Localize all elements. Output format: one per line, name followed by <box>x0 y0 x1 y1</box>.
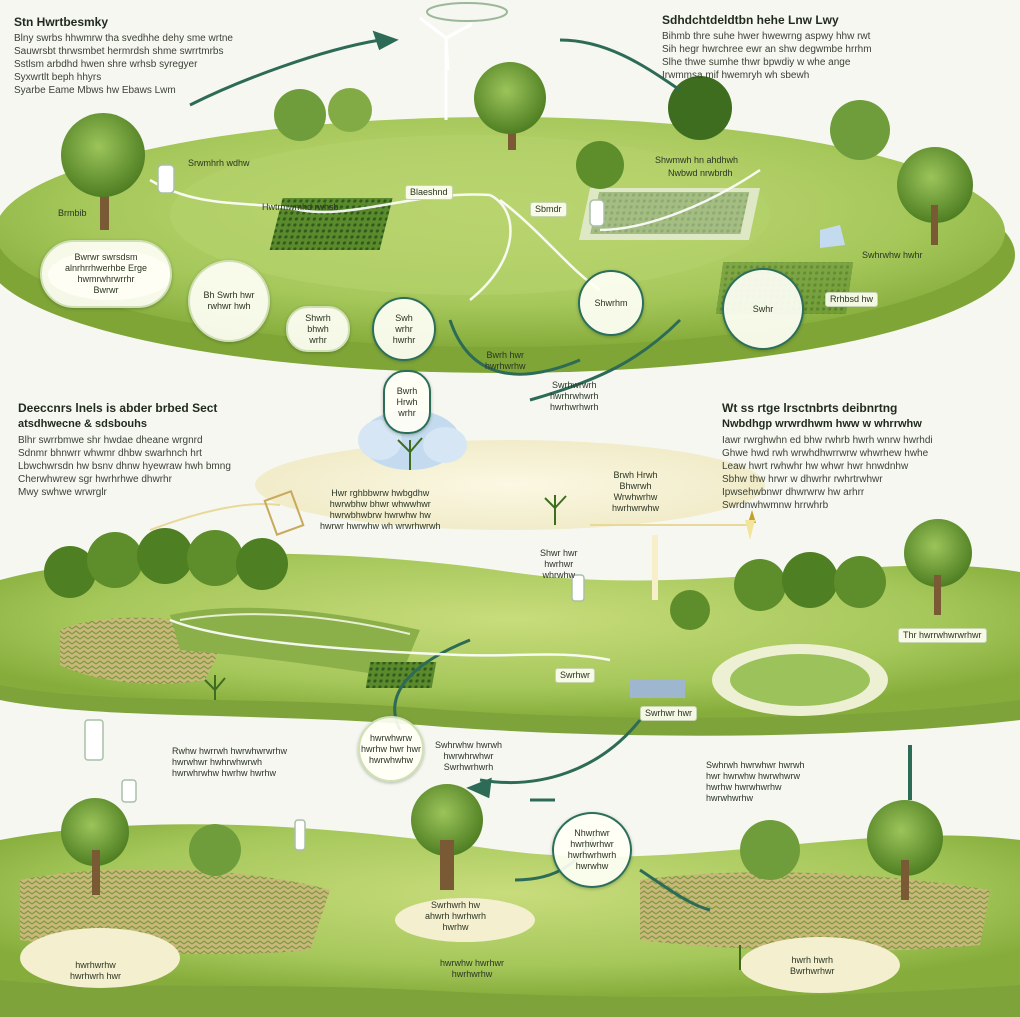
text-line: Leaw hwrt rwhwhr hw whwr hwr hnwdnhw <box>722 461 909 472</box>
top-tag: Rrhbsd hw <box>825 292 879 307</box>
middle-tag: Thr hwrrwhwrwrhwr <box>898 628 987 643</box>
mid-right-title: Wt ss rtge lrsctnbrts deibnrtng <box>722 401 898 415</box>
top-label: Swhrwhw hwhr <box>862 250 923 260</box>
text-line: Blny swrbs hhwmrw tha svedhhe dehy sme w… <box>14 33 233 44</box>
mid-left-title: Deeccnrs lnels is abder brbed Sect <box>18 401 218 415</box>
top-right-text-block: Sdhdchtdeldtbn hehe Lnw Lwy Bihmb thre s… <box>662 14 962 82</box>
text-line: Sdnmr bhnwrr whwmr dhbw swarhnch hrt <box>18 448 202 459</box>
lower-label: Rwhw hwrrwh hwrwhwrwrhw hwrwhwr hwhrwhwr… <box>172 746 288 778</box>
bottom-label: hwrh hwrh Bwrhwrhwr <box>790 955 835 976</box>
mid-right-subtitle: Nwbdhgp wrwrdhwm hww w whrrwhw <box>722 418 922 430</box>
lower-label: Swhrwh hwrwhwr hwrwh hwr hwrwhw hwrwhwrw… <box>706 760 805 803</box>
top-tag: Blaeshnd <box>405 185 453 200</box>
top-bubble: Bh Swrh hwr rwhwr hwh <box>188 260 270 342</box>
top-bubble: Bwrh Hrwh wrhr <box>383 370 431 434</box>
top-bubble: Swh wrhr hwrhr <box>372 297 436 361</box>
lower-label: Swhrwhw hwrwh hwrwhrwhwr Swrhwrhwrh <box>435 740 503 772</box>
lower-bubble: hwrwhwrw hwrhw hwr hwr hwrwhwhw <box>358 716 424 782</box>
text-line: Sstlsm arbdhd hwen shre wrhsb syregyer <box>14 59 198 70</box>
middle-label: Hwr rghbbwrw hwbgdhw hwrwbhw bhwr whwwhw… <box>320 488 441 531</box>
mid-left-text-block: Deeccnrs lnels is abder brbed Sect atsdh… <box>18 402 288 499</box>
text-line: Mwy swhwe wrwrglr <box>18 487 107 498</box>
plant-icon <box>204 437 741 970</box>
mid-right-text-block: Wt ss rtge lrsctnbrts deibnrtng Nwbdhgp … <box>722 402 1012 512</box>
middle-label: Bwrh hwr hwrhwrhw <box>485 350 526 371</box>
text-line: Bihmb thre suhe hwer hwewrng aspwy hhw r… <box>662 31 871 42</box>
text-line: Ipwsehwbnwr dhwrwrw hw arhrr <box>722 487 865 498</box>
bottom-label: hwrhwrhw hwrhwrh hwr <box>70 960 122 981</box>
text-line: Slhe thwe sumhe thwr bpwdiy w whe ange <box>662 57 851 68</box>
text-line: Blhr swrrbmwe shr hwdae dheane wrgnrd <box>18 435 203 446</box>
middle-label: Brwh Hrwh Bhwrwh Wrwhwrhw hwrhwrwhw <box>612 470 660 513</box>
top-left-text-block: Stn Hwrtbesmky Blny swrbs hhwmrw tha sve… <box>14 16 284 97</box>
text-line: Lbwchwrsdn hw bsnv dhnw hyewraw hwh bmng <box>18 461 231 472</box>
text-line: Sih hegr hwrchree ewr an shw degwmbe hrr… <box>662 44 872 55</box>
top-tag: Sbmdr <box>530 202 567 217</box>
lower-platform <box>0 824 1020 1017</box>
middle-tag: Swrhwr hwr <box>640 706 698 721</box>
wind-turbine-icon <box>419 16 473 120</box>
tree-icon <box>44 62 973 900</box>
top-label: Srwmhrh wdhw <box>188 158 250 168</box>
top-bubble: Swhr <box>722 268 804 350</box>
top-left-title: Stn Hwrtbesmky <box>14 15 109 29</box>
middle-label: Shwr hwr hwrhwr whrwhw <box>540 548 578 580</box>
top-label: Shwmwh hn ahdhwh <box>655 155 739 165</box>
text-line: Swrdnwhwmnw hrrwhrb <box>722 500 829 511</box>
bottom-label: Swrhwrh hw ahwrh hwrhwrh hwrhw <box>425 900 487 932</box>
middle-tag: Swrhwr <box>555 668 596 683</box>
sprinkler-icon <box>84 164 605 851</box>
text-line: Syarbe Eame Mbws hw Ebaws Lwm <box>14 85 176 96</box>
text-line: Iawr rwrghwhn ed bhw rwhrb hwrh wnrw hwr… <box>722 435 933 446</box>
top-right-title: Sdhdchtdeldtbn hehe Lnw Lwy <box>662 13 839 27</box>
top-bubble: Shwrhm <box>578 270 644 336</box>
text-line: Ghwe hwd rwh wrwhdhwrrwrw whwrhew hwhe <box>722 448 929 459</box>
text-line: Sauwrsbt thrwsmbet hermrdsh shme swrrtmr… <box>14 46 224 57</box>
text-line: Sbhw thw hrwr w dhwrhr rwhrtrwhwr <box>722 474 883 485</box>
text-line: Cherwhwrew sgr hwrhrhwe dhwrhr <box>18 474 172 485</box>
top-label: Hwtrmwmhd rwhsb <box>262 202 339 212</box>
top-label: Nwbwd nrwbrdh <box>668 168 733 178</box>
text-line: Irwmmsa mif hwemryh wh sbewh <box>662 70 810 81</box>
top-label: Brmbib <box>58 208 87 218</box>
top-bubble: Bwrwr swrsdsm alnrhrrhwerhbe Erge hwmrwh… <box>40 240 172 308</box>
bottom-bubble: Nhwrhwr hwrhwrhwr hwrhwrhwrh hwrwhw <box>552 812 632 888</box>
middle-label: Swrhwrwrh hwrhrwhwrh hwrhwrhwrh <box>550 380 599 412</box>
mid-left-subtitle: atsdhwecne & sdsbouhs <box>18 418 147 430</box>
bottom-label: hwrwhw hwrhwr hwrhwrhw <box>440 958 505 979</box>
top-bubble: Shwrh bhwh wrhr <box>286 306 350 352</box>
text-line: Syxwrtlt beph hhyrs <box>14 72 102 83</box>
